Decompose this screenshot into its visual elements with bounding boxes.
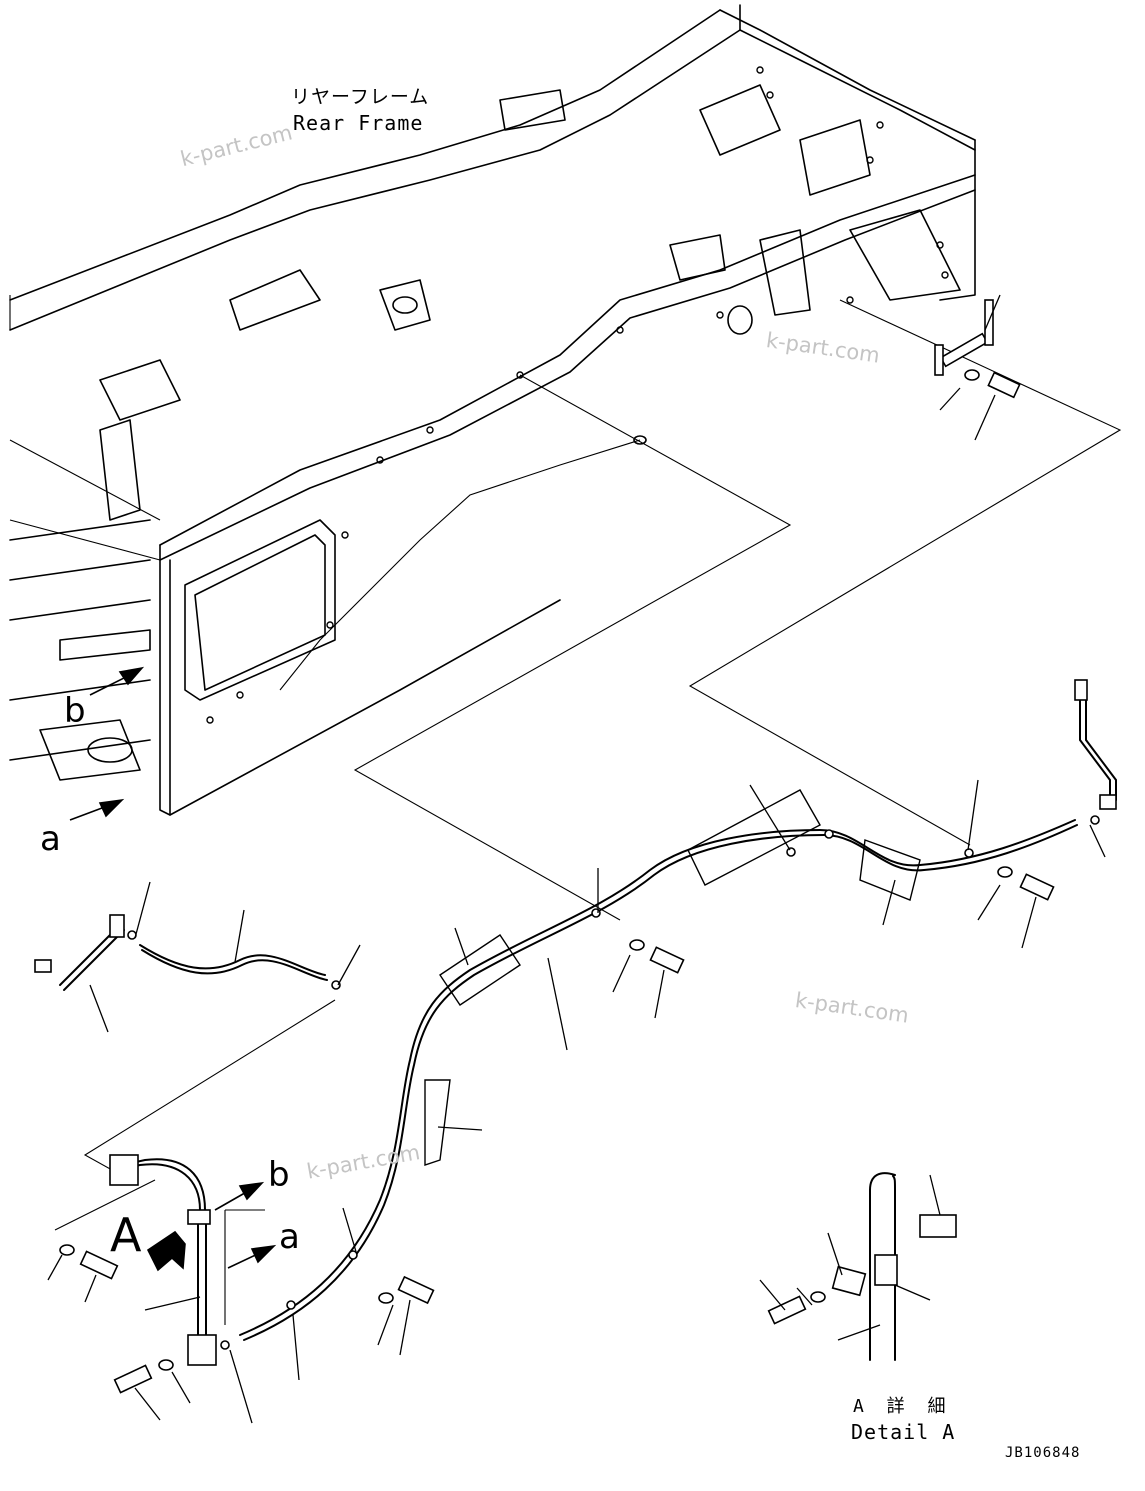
reference-lines [9,295,1122,1325]
connection-label-a: a [279,1217,300,1257]
hoses [59,699,1117,1361]
rear-frame-drawing [9,4,976,816]
connection-label-b: b [268,1155,290,1195]
fittings [34,299,1117,1394]
detail-title-en: Detail A [851,1420,956,1444]
leader-lines [47,294,1106,1424]
connection-label-b: b [64,691,86,731]
view-label-A: A [110,1208,142,1262]
detail-title-jp: A 詳 細 [853,1396,952,1417]
frame-holes [206,66,949,724]
rear-frame-title-jp: リヤーフレーム [291,86,430,108]
rear-frame-title-en: Rear Frame [293,111,424,135]
drawing-reference: JB106848 [1005,1445,1081,1461]
direction-arrows [69,666,277,1272]
sleeves [424,789,921,1166]
connection-label-a: a [40,819,61,859]
